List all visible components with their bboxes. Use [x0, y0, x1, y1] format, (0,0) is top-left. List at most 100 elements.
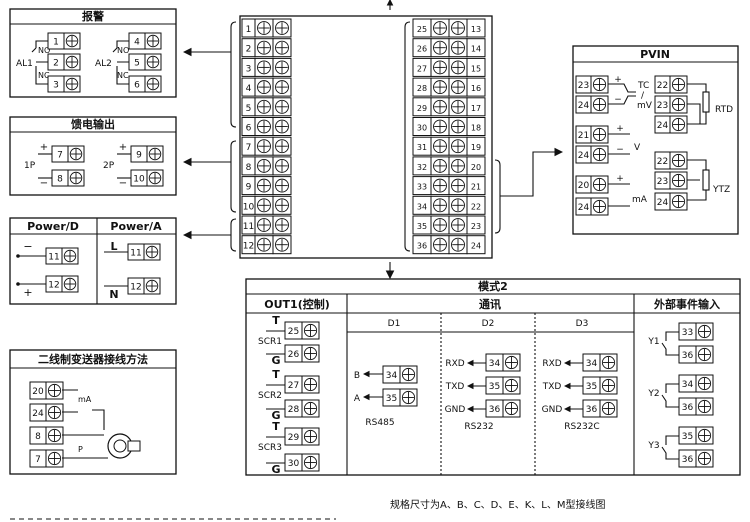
screw-terminal-icon	[502, 353, 521, 372]
screw-terminal-icon	[301, 453, 320, 472]
ext-event-label: Y2	[647, 389, 659, 399]
screw-terminal-icon	[45, 381, 64, 400]
center-right-screw-icon	[448, 77, 468, 97]
mode2-panel: 模式2 OUT1(控制) 通讯 外部事件输入 D1 D2 D3 RS485 RS…	[245, 278, 741, 476]
pvin-left-terminal: 23	[575, 75, 609, 94]
center-left-terminal: 4	[241, 77, 292, 97]
screw-terminal-icon	[144, 32, 162, 50]
pvin-tc-plus: +	[614, 75, 622, 85]
rs485-terminal-34: 34	[382, 365, 418, 384]
center-right-number-b: 21	[471, 183, 481, 192]
center-left-terminal: 12	[241, 235, 292, 255]
center-right-number-b: 13	[471, 25, 481, 34]
two-wire-ma-label: mA	[78, 395, 92, 404]
center-left-screw-icon	[272, 136, 292, 156]
center-left-screw-icon	[272, 176, 292, 196]
pvin-ma-plus: +	[616, 174, 624, 184]
pvin-right-terminal-number: 22	[657, 157, 668, 167]
feed-terminal-10: 10	[130, 169, 164, 187]
center-left-screw-icon	[272, 97, 292, 117]
ext-event-terminal-number: 34	[682, 380, 694, 390]
center-left-screw-icon	[272, 77, 292, 97]
rs232c-terminal: 36	[582, 399, 618, 418]
al2-no-label: NO	[117, 46, 129, 55]
center-right-screw-icon	[430, 38, 450, 58]
center-left-screw-icon	[254, 156, 274, 176]
pvin-slash-label: /	[641, 91, 645, 101]
rs232-terminal-number: 36	[489, 405, 501, 415]
screw-terminal-icon	[695, 397, 714, 416]
power-d-title: Power/D	[27, 220, 79, 233]
alarm-title: 报警	[82, 9, 104, 23]
center-right-screw-icon	[430, 215, 450, 235]
screw-terminal-icon	[61, 247, 79, 265]
pvin-right-terminal-number: 24	[657, 198, 669, 208]
rs232-terminal-number: 35	[489, 382, 500, 392]
screw-terminal-icon	[63, 53, 81, 71]
ext-event-label: Y1	[647, 337, 659, 347]
pvin-left-terminal: 24	[575, 145, 609, 164]
feed-terminal-9: 9	[130, 145, 164, 163]
pvin-right-terminal: 23	[654, 171, 688, 190]
center-left-screw-icon	[254, 77, 274, 97]
center-left-screw-icon	[254, 18, 274, 38]
ext-event-terminal: 36	[678, 449, 714, 468]
center-right-number-b: 18	[471, 124, 481, 133]
pvin-right-terminal: 24	[654, 192, 688, 211]
screw-terminal-icon	[67, 145, 85, 163]
alarm-terminal-1: 1	[47, 32, 81, 50]
center-right-number-b: 19	[471, 143, 481, 152]
center-right-screw-icon	[448, 215, 468, 235]
rs232-terminal: 36	[485, 399, 521, 418]
power-a-terminal-12: 12	[127, 277, 161, 295]
pvin-v-plus: +	[616, 124, 624, 134]
pvin-left-terminal: 24	[575, 95, 609, 114]
center-right-screw-icon	[430, 235, 450, 255]
out1-terminal-number: 27	[288, 381, 299, 391]
out1-t-label: T	[272, 420, 280, 433]
center-left-terminal: 3	[241, 57, 292, 77]
alarm-terminal-1-number: 1	[53, 38, 59, 48]
center-left-screw-icon	[272, 235, 292, 255]
feed-terminal-7: 7	[51, 145, 85, 163]
mode2-title: 模式2	[478, 279, 508, 293]
mode2-ext-title: 外部事件输入	[653, 297, 720, 311]
center-right-screw-icon	[430, 176, 450, 196]
screw-terminal-icon	[590, 175, 609, 194]
rs232c-terminal-number: 35	[586, 382, 597, 392]
mode2-d3: D3	[576, 319, 589, 329]
out1-terminal-number: 26	[288, 350, 300, 360]
alarm-terminal-6-number: 6	[134, 81, 140, 91]
center-right-screw-icon	[448, 235, 468, 255]
center-right-screw-icon	[448, 38, 468, 58]
center-left-screw-icon	[272, 117, 292, 136]
screw-terminal-icon	[695, 322, 714, 341]
power-a-terminal-12-number: 12	[130, 283, 141, 293]
screw-terminal-icon	[45, 426, 64, 445]
feed-2p-label: 2P	[103, 161, 115, 171]
rs485-terminal-34-number: 34	[386, 371, 398, 381]
screw-terminal-icon	[695, 374, 714, 393]
center-left-screw-icon	[254, 38, 274, 58]
center-right-number-a: 29	[417, 104, 427, 113]
alarm-terminal-4-number: 4	[134, 38, 140, 48]
rs232c-txd-label: TXD	[542, 382, 562, 392]
rs232-label: RS232	[464, 422, 493, 432]
center-right-number-b: 16	[471, 84, 481, 93]
center-right-screw-icon	[448, 156, 468, 176]
two-wire-terminal-number: 7	[35, 455, 41, 465]
center-left-screw-icon	[254, 97, 274, 117]
screw-terminal-icon	[63, 75, 81, 93]
center-left-terminal: 6	[241, 117, 292, 136]
center-right-number-a: 36	[417, 242, 427, 251]
ext-event-terminal-number: 33	[682, 328, 693, 338]
rs232c-gnd-label: GND	[542, 405, 563, 415]
out1-terminal-number: 25	[288, 327, 299, 337]
out1-terminal: 26	[284, 344, 320, 363]
center-right-screw-icon	[448, 97, 468, 117]
rs485-terminal-35: 35	[382, 388, 418, 407]
